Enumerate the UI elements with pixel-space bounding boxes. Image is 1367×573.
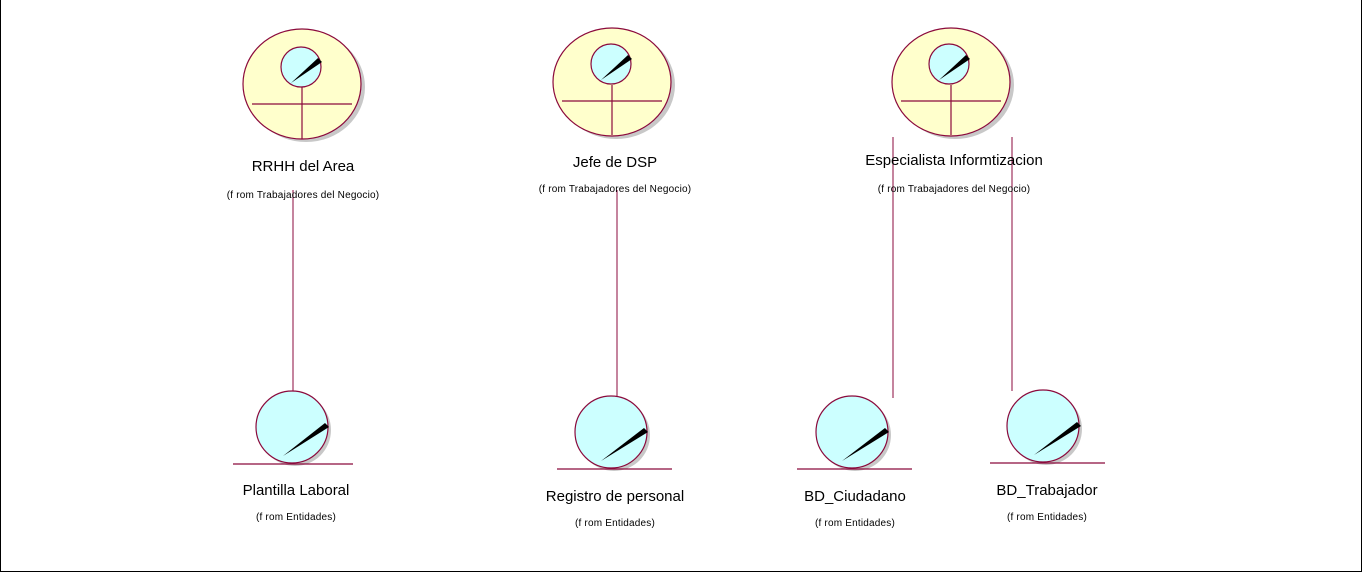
entity-registro-de-personal[interactable]: [557, 395, 672, 471]
entity-name-plantilla: Plantilla Laboral: [242, 482, 350, 499]
business-worker-rrhh[interactable]: [242, 28, 365, 142]
entity-from-registro: (f rom Entidades): [574, 518, 656, 529]
entity-name-bd-trabajador: BD_Trabajador: [996, 482, 1098, 499]
business-worker-especialista[interactable]: [891, 27, 1014, 139]
entity-name-bd-ciudadano: BD_Ciudadano: [804, 488, 906, 505]
business-worker-jefe[interactable]: [552, 27, 675, 139]
entity-name-registro: Registro de personal: [545, 488, 685, 505]
entity-plantilla-laboral[interactable]: [233, 390, 353, 466]
worker-from-rrhh: (f rom Trabajadores del Negocio): [226, 190, 380, 201]
entity-bd-trabajador[interactable]: [990, 389, 1105, 465]
worker-name-especialista: Especialista Informtizacion: [865, 152, 1043, 169]
worker-name-rrhh: RRHH del Area: [251, 158, 355, 175]
worker-name-jefe: Jefe de DSP: [572, 154, 658, 171]
entity-bd-ciudadano[interactable]: [797, 395, 912, 471]
entity-from-bd-ciudadano: (f rom Entidades): [814, 518, 896, 529]
worker-from-especialista: (f rom Trabajadores del Negocio): [877, 184, 1031, 195]
entity-from-bd-trabajador: (f rom Entidades): [1006, 512, 1088, 523]
entity-from-plantilla: (f rom Entidades): [255, 512, 337, 523]
worker-from-jefe: (f rom Trabajadores del Negocio): [538, 184, 692, 195]
